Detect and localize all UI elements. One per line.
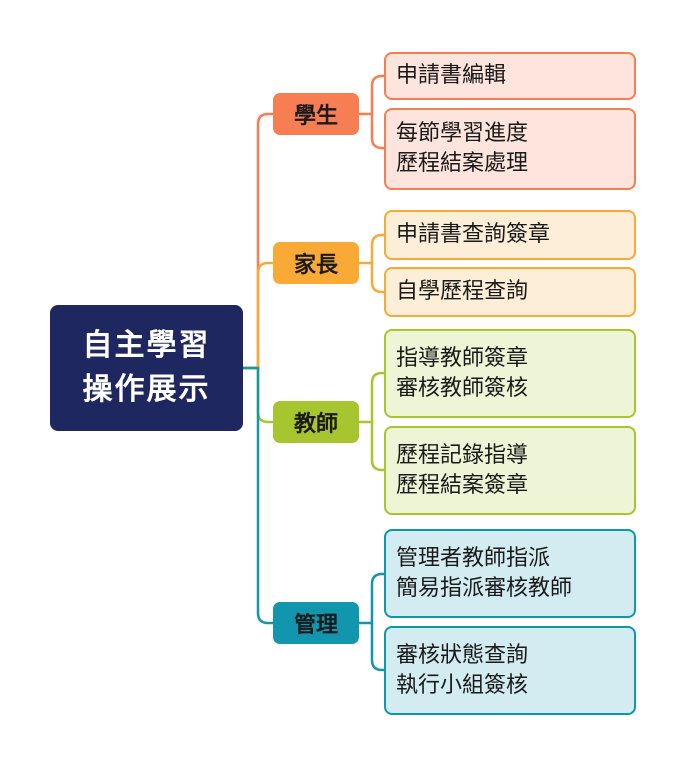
connector-parent-leaf-1 <box>359 233 386 265</box>
leaf-text: 執行小組簽核 <box>396 672 529 698</box>
leaf-text: 審核教師簽核 <box>396 375 529 401</box>
leaf-parent-2: 自學歷程查詢 <box>384 267 636 317</box>
leaf-student-2: 每節學習進度 歷程結案處理 <box>384 108 636 190</box>
branch-student-label: 學生 <box>293 104 338 129</box>
leaf-text: 歷程結案簽章 <box>396 472 529 498</box>
leaf-text: 每節學習進度 <box>396 121 529 146</box>
leaf-teacher-2: 歷程記錄指導 歷程結案簽章 <box>384 426 636 515</box>
branch-teacher-label: 教師 <box>293 412 338 437</box>
branch-admin: 管理 <box>273 602 359 644</box>
leaf-text: 管理者教師指派 <box>396 545 551 571</box>
leaf-text: 歷程記錄指導 <box>396 442 529 468</box>
connector-root-student <box>243 112 273 370</box>
connector-parent-leaf-2 <box>370 263 386 294</box>
leaf-text: 簡易指派審核教師 <box>396 575 573 601</box>
leaf-text: 審核狀態查詢 <box>396 642 529 668</box>
root-line-2: 操作展示 <box>82 372 211 407</box>
leaf-teacher-1: 指導教師簽章 審核教師簽核 <box>384 329 636 418</box>
connector-student-leaf-2 <box>370 114 386 150</box>
leaf-admin-2: 審核狀態查詢 執行小組簽核 <box>384 626 636 715</box>
branch-teacher: 教師 <box>273 401 359 443</box>
branch-parent-label: 家長 <box>293 253 338 278</box>
connector-student-leaf-1 <box>359 74 386 116</box>
leaf-text: 申請書查詢簽章 <box>396 222 551 247</box>
connector-root-parent <box>243 261 273 370</box>
branch-student: 學生 <box>273 93 359 135</box>
leaf-parent-1: 申請書查詢簽章 <box>384 210 636 260</box>
connector-admin-leaf-1 <box>359 572 386 625</box>
connector-teacher-leaf-1 <box>359 371 386 424</box>
connector-root-admin <box>243 366 273 625</box>
leaf-text: 指導教師簽章 <box>396 345 529 371</box>
leaf-text: 自學歷程查詢 <box>396 279 529 304</box>
branch-parent: 家長 <box>273 242 359 284</box>
leaf-student-1: 申請書編輯 <box>384 52 636 100</box>
leaf-admin-1: 管理者教師指派 簡易指派審核教師 <box>384 529 636 618</box>
root-line-1: 自主學習 <box>82 328 211 363</box>
connector-teacher-leaf-2 <box>370 422 386 472</box>
root-node: 自主學習 操作展示 <box>50 305 243 431</box>
connector-admin-leaf-2 <box>370 623 386 672</box>
leaf-text: 申請書編輯 <box>396 63 507 88</box>
branch-admin-label: 管理 <box>293 613 338 638</box>
leaf-text: 歷程結案處理 <box>396 151 529 176</box>
